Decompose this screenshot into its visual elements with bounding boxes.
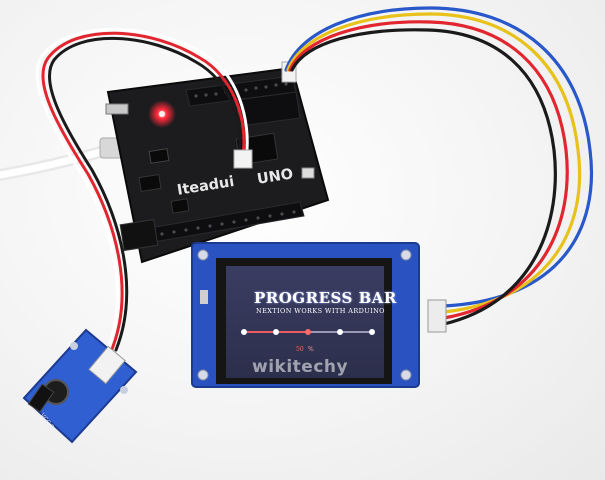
nextion-display: [191, 242, 447, 388]
nextion-wires: [284, 6, 594, 326]
arduino-board: [105, 66, 330, 264]
watermark: wikitechy: [252, 357, 349, 377]
lcd-title: PROGRESS BAR: [254, 289, 397, 307]
usb-cable: [0, 137, 131, 181]
potentiometer-module: [22, 328, 138, 444]
lcd-progress-value: 50: [296, 346, 304, 353]
potentiometer-wires: [35, 28, 253, 360]
lcd-subtitle: NEXTION WORKS WITH ARDUINO: [256, 307, 385, 315]
lcd-progress-unit: %: [308, 346, 314, 353]
